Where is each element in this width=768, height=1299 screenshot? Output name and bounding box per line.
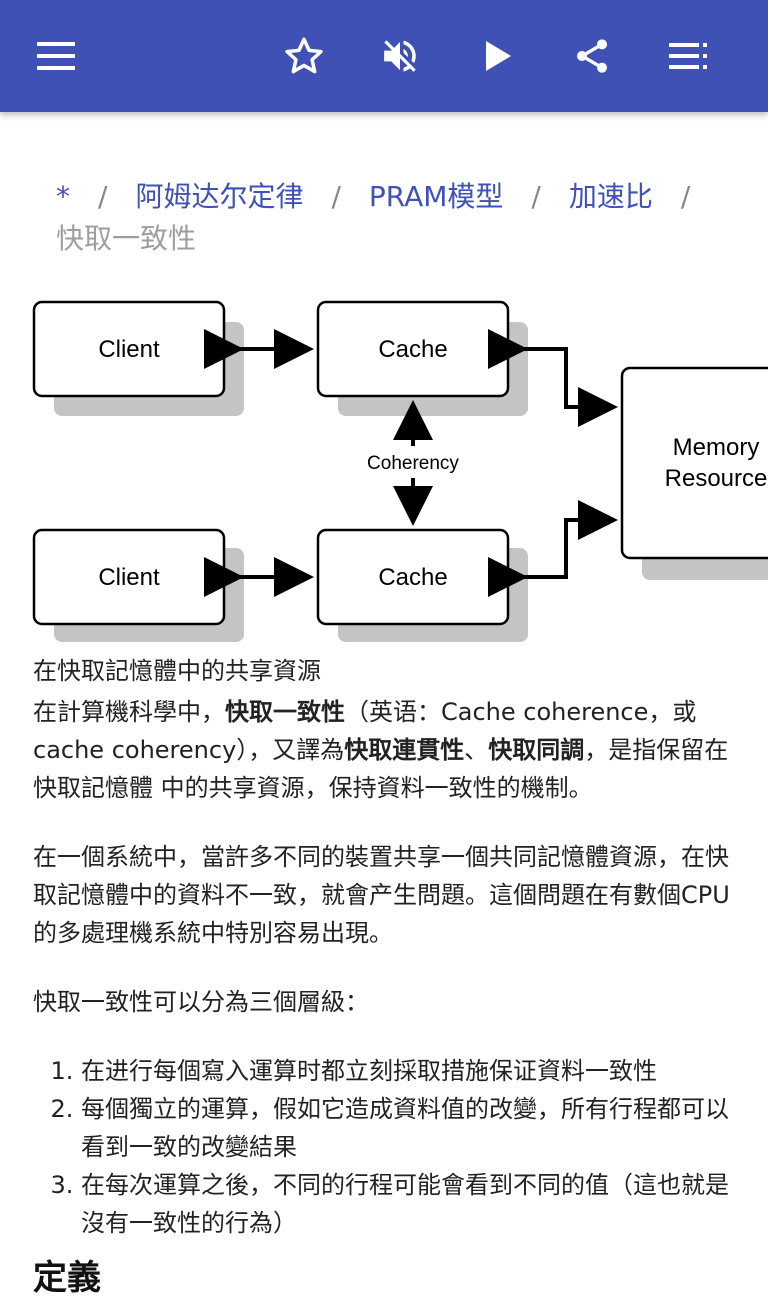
client-bottom-label: Client: [98, 564, 160, 591]
app-bar: [0, 0, 768, 112]
volume-off-icon: [384, 40, 416, 72]
bold-term: 快取同調: [488, 736, 585, 764]
text-span: ，是指保留在 快取記憶體 中的共享資源，保持資料一致性的機制。: [33, 736, 729, 802]
levels-list: 在进行每個寫入運算时都立刻採取措施保证資料一致性 每個獨立的運算，假如它造成資料…: [33, 1052, 738, 1242]
cache-top-label: Cache: [378, 336, 447, 363]
text-span: 、: [464, 736, 489, 764]
list-item: 每個獨立的運算，假如它造成資料值的改變，所有行程都可以看到一致的改變結果: [81, 1090, 738, 1166]
paragraph-intro: 在計算機科學中，快取一致性（英语：Cache coherence，或 cache…: [33, 693, 738, 807]
share-icon: [577, 39, 607, 73]
text-span: （英语：Cache coherence，或 cache coherency），又…: [33, 698, 697, 764]
breadcrumb-link-amdahl[interactable]: 阿姆达尔定律: [135, 180, 304, 213]
paragraph-levels: 快取一致性可以分為三個層級：: [33, 988, 369, 1016]
article-body: 在計算機科學中，快取一致性（英语：Cache coherence，或 cache…: [33, 693, 738, 1242]
share-button[interactable]: [564, 28, 620, 84]
play-button[interactable]: [470, 28, 526, 84]
bold-term: 快取連貫性: [344, 736, 465, 764]
client-top-label: Client: [98, 336, 160, 363]
memory-label-line2: Resource: [665, 465, 768, 492]
bold-term: 快取一致性: [225, 698, 345, 726]
breadcrumb: * / 阿姆达尔定律 / PRAM模型 / 加速比 / 快取一致性: [56, 176, 736, 260]
memory-label-line1: Memory: [673, 434, 760, 461]
bookmark-star-button[interactable]: [276, 28, 332, 84]
cache-bottom-memory-arrow: [488, 500, 618, 597]
cache-bottom-label: Cache: [378, 564, 447, 591]
memory-box: [620, 366, 768, 560]
breadcrumb-link-speedup[interactable]: 加速比: [568, 180, 653, 213]
breadcrumb-link-home[interactable]: *: [56, 180, 70, 213]
play-icon: [486, 41, 511, 71]
breadcrumb-separator: /: [331, 180, 341, 213]
list-item: 在进行每個寫入運算时都立刻採取措施保证資料一致性: [81, 1052, 738, 1090]
text-span: 在計算機科學中，: [33, 698, 225, 726]
breadcrumb-separator: /: [531, 180, 541, 213]
list-icon: [669, 43, 707, 69]
breadcrumb-separator: /: [98, 180, 108, 213]
cache-top-memory-arrow: [488, 329, 618, 427]
paragraph-problem: 在一個系統中，當許多不同的裝置共享一個共同記憶體資源，在快取記憶體中的資料不一致…: [33, 843, 730, 947]
breadcrumb-separator: /: [680, 180, 691, 213]
cache-coherency-diagram[interactable]: Client Cache Client Cache Memory Resourc…: [0, 290, 768, 650]
hamburger-menu-icon: [37, 42, 75, 70]
star-outline-icon: [285, 37, 323, 74]
section-heading: 定義: [33, 1258, 101, 1298]
breadcrumb-current: 快取一致性: [56, 222, 197, 255]
menu-button[interactable]: [28, 28, 84, 84]
breadcrumb-link-pram[interactable]: PRAM模型: [368, 180, 504, 213]
list-item: 在每次運算之後，不同的行程可能會看到不同的值（這也就是沒有一致性的行為）: [81, 1166, 738, 1242]
coherency-label: Coherency: [367, 453, 459, 474]
mute-button[interactable]: [372, 28, 428, 84]
figure-caption: 在快取記憶體中的共享資源: [33, 657, 321, 685]
table-of-contents-button[interactable]: [660, 28, 716, 84]
